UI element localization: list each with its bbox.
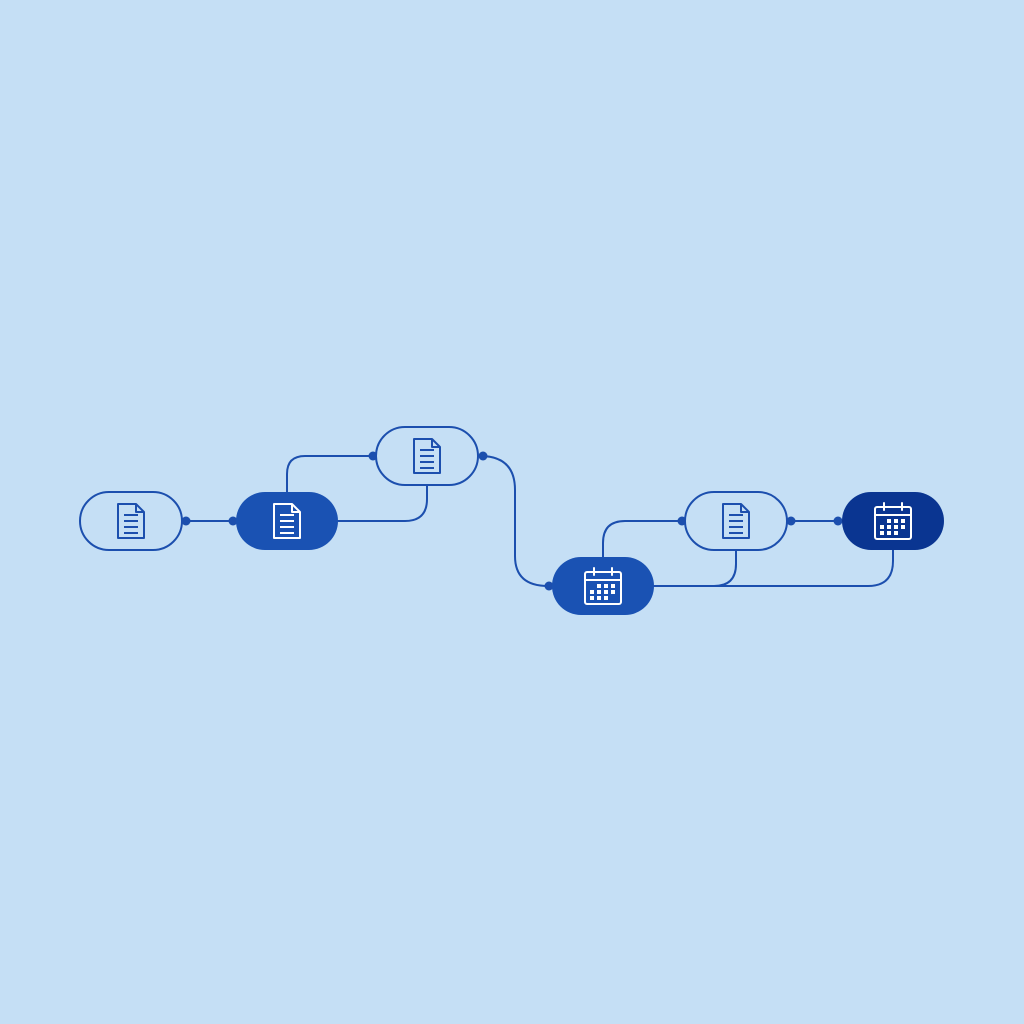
calendar-icon [874,502,912,540]
node-2[interactable] [236,492,338,550]
node-shape[interactable] [842,492,944,550]
connector-dot [181,516,191,526]
node-shape[interactable] [552,557,654,615]
connector-line [286,455,375,493]
document-icon [722,503,750,539]
connector-dot [786,516,796,526]
calendar-icon [584,567,622,605]
connections [181,451,894,591]
connector-line [602,520,684,558]
connector-line [479,455,553,587]
document-icon [413,438,441,474]
node-4[interactable] [552,557,654,615]
connector-dot [228,516,238,526]
connector-line [337,484,428,522]
nodes [79,426,944,615]
document-icon [117,503,145,539]
connector-dot [478,451,488,461]
connector-dot [544,581,554,591]
document-icon [273,503,301,539]
node-5[interactable] [684,491,788,551]
connector-dot [833,516,843,526]
connector-line [653,549,894,587]
node-1[interactable] [79,491,183,551]
node-6[interactable] [842,492,944,550]
node-3[interactable] [375,426,479,486]
